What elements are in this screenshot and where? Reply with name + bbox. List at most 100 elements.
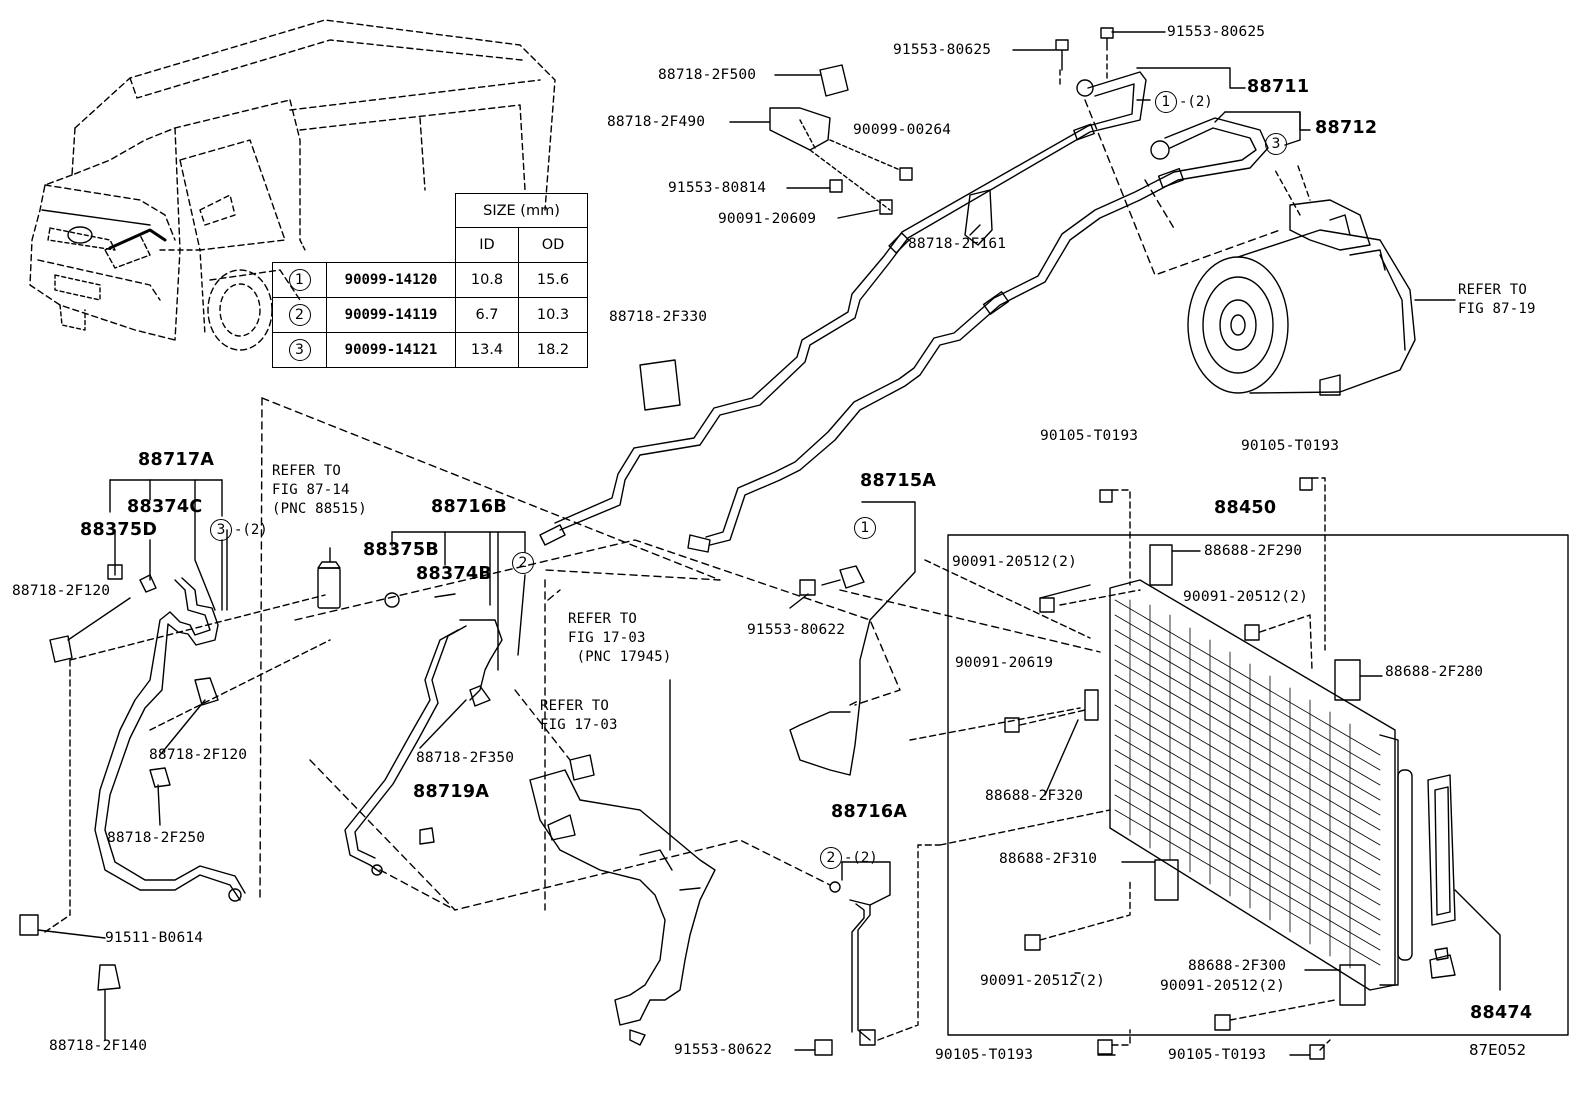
compressor [1187, 165, 1416, 396]
van-illustration [29, 19, 556, 351]
part-90105-T0193-c[interactable]: 90105-T0193 [935, 1047, 1034, 1063]
receiver-88474 [1427, 774, 1501, 991]
part-90091-20512-a[interactable]: 90091-20512(2) [952, 554, 1078, 570]
part-88688-2F290[interactable]: 88688-2F290 [1204, 543, 1303, 559]
row-od-value: 10.3 [518, 297, 588, 333]
circle-1: 1 [854, 517, 876, 539]
row-od-value: 15.6 [518, 262, 588, 298]
table-row: 2 90099-14119 6.7 10.3 [272, 297, 588, 333]
part-91511-B0614[interactable]: 91511-B0614 [105, 930, 204, 946]
part-88711[interactable]: 88711 [1247, 77, 1310, 97]
part-90091-20512-d[interactable]: 90091-20512(2) [1160, 978, 1286, 994]
hose-size-ref-3-left[interactable]: 3 -(2) [210, 519, 268, 541]
row-key-circle: 1 [288, 269, 311, 291]
part-88716B[interactable]: 88716B [431, 497, 508, 517]
leaders-bottom-left [37, 593, 816, 1051]
upper-pipes [539, 71, 1269, 553]
hose-size-ref-3[interactable]: 3 [1265, 133, 1287, 155]
part-88718-2F350[interactable]: 88718-2F350 [416, 750, 515, 766]
part-88718-2F120-a[interactable]: 88718-2F120 [12, 583, 111, 599]
part-91553-80622-b[interactable]: 91553-80622 [674, 1042, 773, 1058]
part-88375D[interactable]: 88375D [80, 520, 158, 540]
part-88688-2F280[interactable]: 88688-2F280 [1385, 664, 1484, 680]
condenser [947, 477, 1569, 1060]
refer-fig-87-19[interactable]: REFER TO FIG 87-19 [1458, 282, 1536, 317]
qty-label: -(2) [1179, 94, 1213, 110]
part-88718-2F250[interactable]: 88718-2F250 [107, 830, 206, 846]
row-key-circle: 3 [288, 339, 311, 361]
size-header: SIZE (mm) [455, 193, 588, 228]
part-88718-2F161[interactable]: 88718-2F161 [908, 236, 1007, 252]
part-88718-2F490[interactable]: 88718-2F490 [607, 114, 706, 130]
part-90091-20609[interactable]: 90091-20609 [718, 211, 817, 227]
part-90091-20619[interactable]: 90091-20619 [955, 655, 1054, 671]
hose-middle [344, 619, 503, 876]
part-88712[interactable]: 88712 [1315, 118, 1378, 138]
pipe-bracket-assembly [529, 679, 716, 1046]
refer-fig-87-14[interactable]: REFER TO FIG 87-14 (PNC 88515) [272, 463, 367, 517]
part-90091-20512-b[interactable]: 90091-20512(2) [1183, 589, 1309, 605]
guide-lines-upper [259, 99, 1281, 911]
part-88688-2F300[interactable]: 88688-2F300 [1188, 958, 1287, 974]
part-88719A[interactable]: 88719A [413, 782, 490, 802]
hose-size-ref-2-low[interactable]: 2 -(2) [820, 847, 878, 869]
pipe-88715A [789, 501, 916, 776]
hose-size-ref-1[interactable]: 1 -(2) [1155, 91, 1213, 113]
part-88688-2F310[interactable]: 88688-2F310 [999, 851, 1098, 867]
circle-3: 3 [1265, 133, 1287, 155]
part-90099-00264[interactable]: 90099-00264 [853, 122, 952, 138]
leader-lines [729, 31, 1311, 236]
part-91553-80625-a[interactable]: 91553-80625 [893, 42, 992, 58]
row-part-number: 90099-14119 [326, 297, 456, 333]
part-91553-80622-a[interactable]: 91553-80622 [747, 622, 846, 638]
table-row: 1 90099-14120 10.8 15.6 [272, 262, 588, 298]
id-column-header: ID [455, 227, 519, 263]
qty-label: -(2) [234, 522, 268, 538]
part-88718-2F330[interactable]: 88718-2F330 [609, 309, 708, 325]
condenser-frame [947, 534, 1569, 1036]
hose-size-ref-1-mid[interactable]: 1 [854, 517, 876, 539]
circle-1: 1 [1155, 91, 1177, 113]
part-88715A[interactable]: 88715A [860, 471, 937, 491]
part-90105-T0193-d[interactable]: 90105-T0193 [1168, 1047, 1267, 1063]
part-88450[interactable]: 88450 [1214, 498, 1277, 518]
hose-size-ref-2-mid[interactable]: 2 [512, 552, 534, 574]
part-88717A[interactable]: 88717A [138, 450, 215, 470]
row-id-value: 10.8 [455, 262, 519, 298]
hose-left [19, 564, 331, 991]
part-88474[interactable]: 88474 [1470, 1003, 1533, 1023]
part-88718-2F140[interactable]: 88718-2F140 [49, 1038, 148, 1054]
part-88374B[interactable]: 88374B [416, 564, 493, 584]
row-id-value: 13.4 [455, 332, 519, 368]
part-88716A[interactable]: 88716A [831, 802, 908, 822]
clamps [639, 64, 993, 411]
od-column-header: OD [518, 227, 588, 263]
part-91553-80625-b[interactable]: 91553-80625 [1167, 24, 1266, 40]
refer-fig-17-03-pnc[interactable]: REFER TO FIG 17-03 (PNC 17945) [568, 611, 672, 665]
hose-size-table: SIZE (mm) ID OD 1 90099-14120 10.8 15.6 … [272, 193, 588, 368]
condenser-guides [909, 477, 1336, 1051]
expansion-valve [317, 547, 341, 609]
row-key-circle: 2 [288, 304, 311, 326]
part-88688-2F320[interactable]: 88688-2F320 [985, 788, 1084, 804]
bolts-top [1055, 27, 1114, 89]
condenser-leaders [1039, 550, 1383, 1056]
part-90105-T0193-b[interactable]: 90105-T0193 [1241, 438, 1340, 454]
refer-fig-17-03[interactable]: REFER TO FIG 17-03 [540, 698, 618, 733]
part-90105-T0193-a[interactable]: 90105-T0193 [1040, 428, 1139, 444]
part-90091-20512-c[interactable]: 90091-20512(2) [980, 973, 1106, 989]
circle-2: 2 [820, 847, 842, 869]
part-88718-2F500[interactable]: 88718-2F500 [658, 67, 757, 83]
part-91553-80814[interactable]: 91553-80814 [668, 180, 767, 196]
bracket-88716B [384, 531, 526, 671]
part-88375B[interactable]: 88375B [363, 540, 440, 560]
part-88374C[interactable]: 88374C [127, 497, 203, 517]
row-part-number: 90099-14120 [326, 262, 456, 298]
part-88718-2F120-b[interactable]: 88718-2F120 [149, 747, 248, 763]
row-id-value: 6.7 [455, 297, 519, 333]
table-row: 3 90099-14121 13.4 18.2 [272, 332, 588, 368]
circle-3: 3 [210, 519, 232, 541]
qty-label: -(2) [844, 850, 878, 866]
